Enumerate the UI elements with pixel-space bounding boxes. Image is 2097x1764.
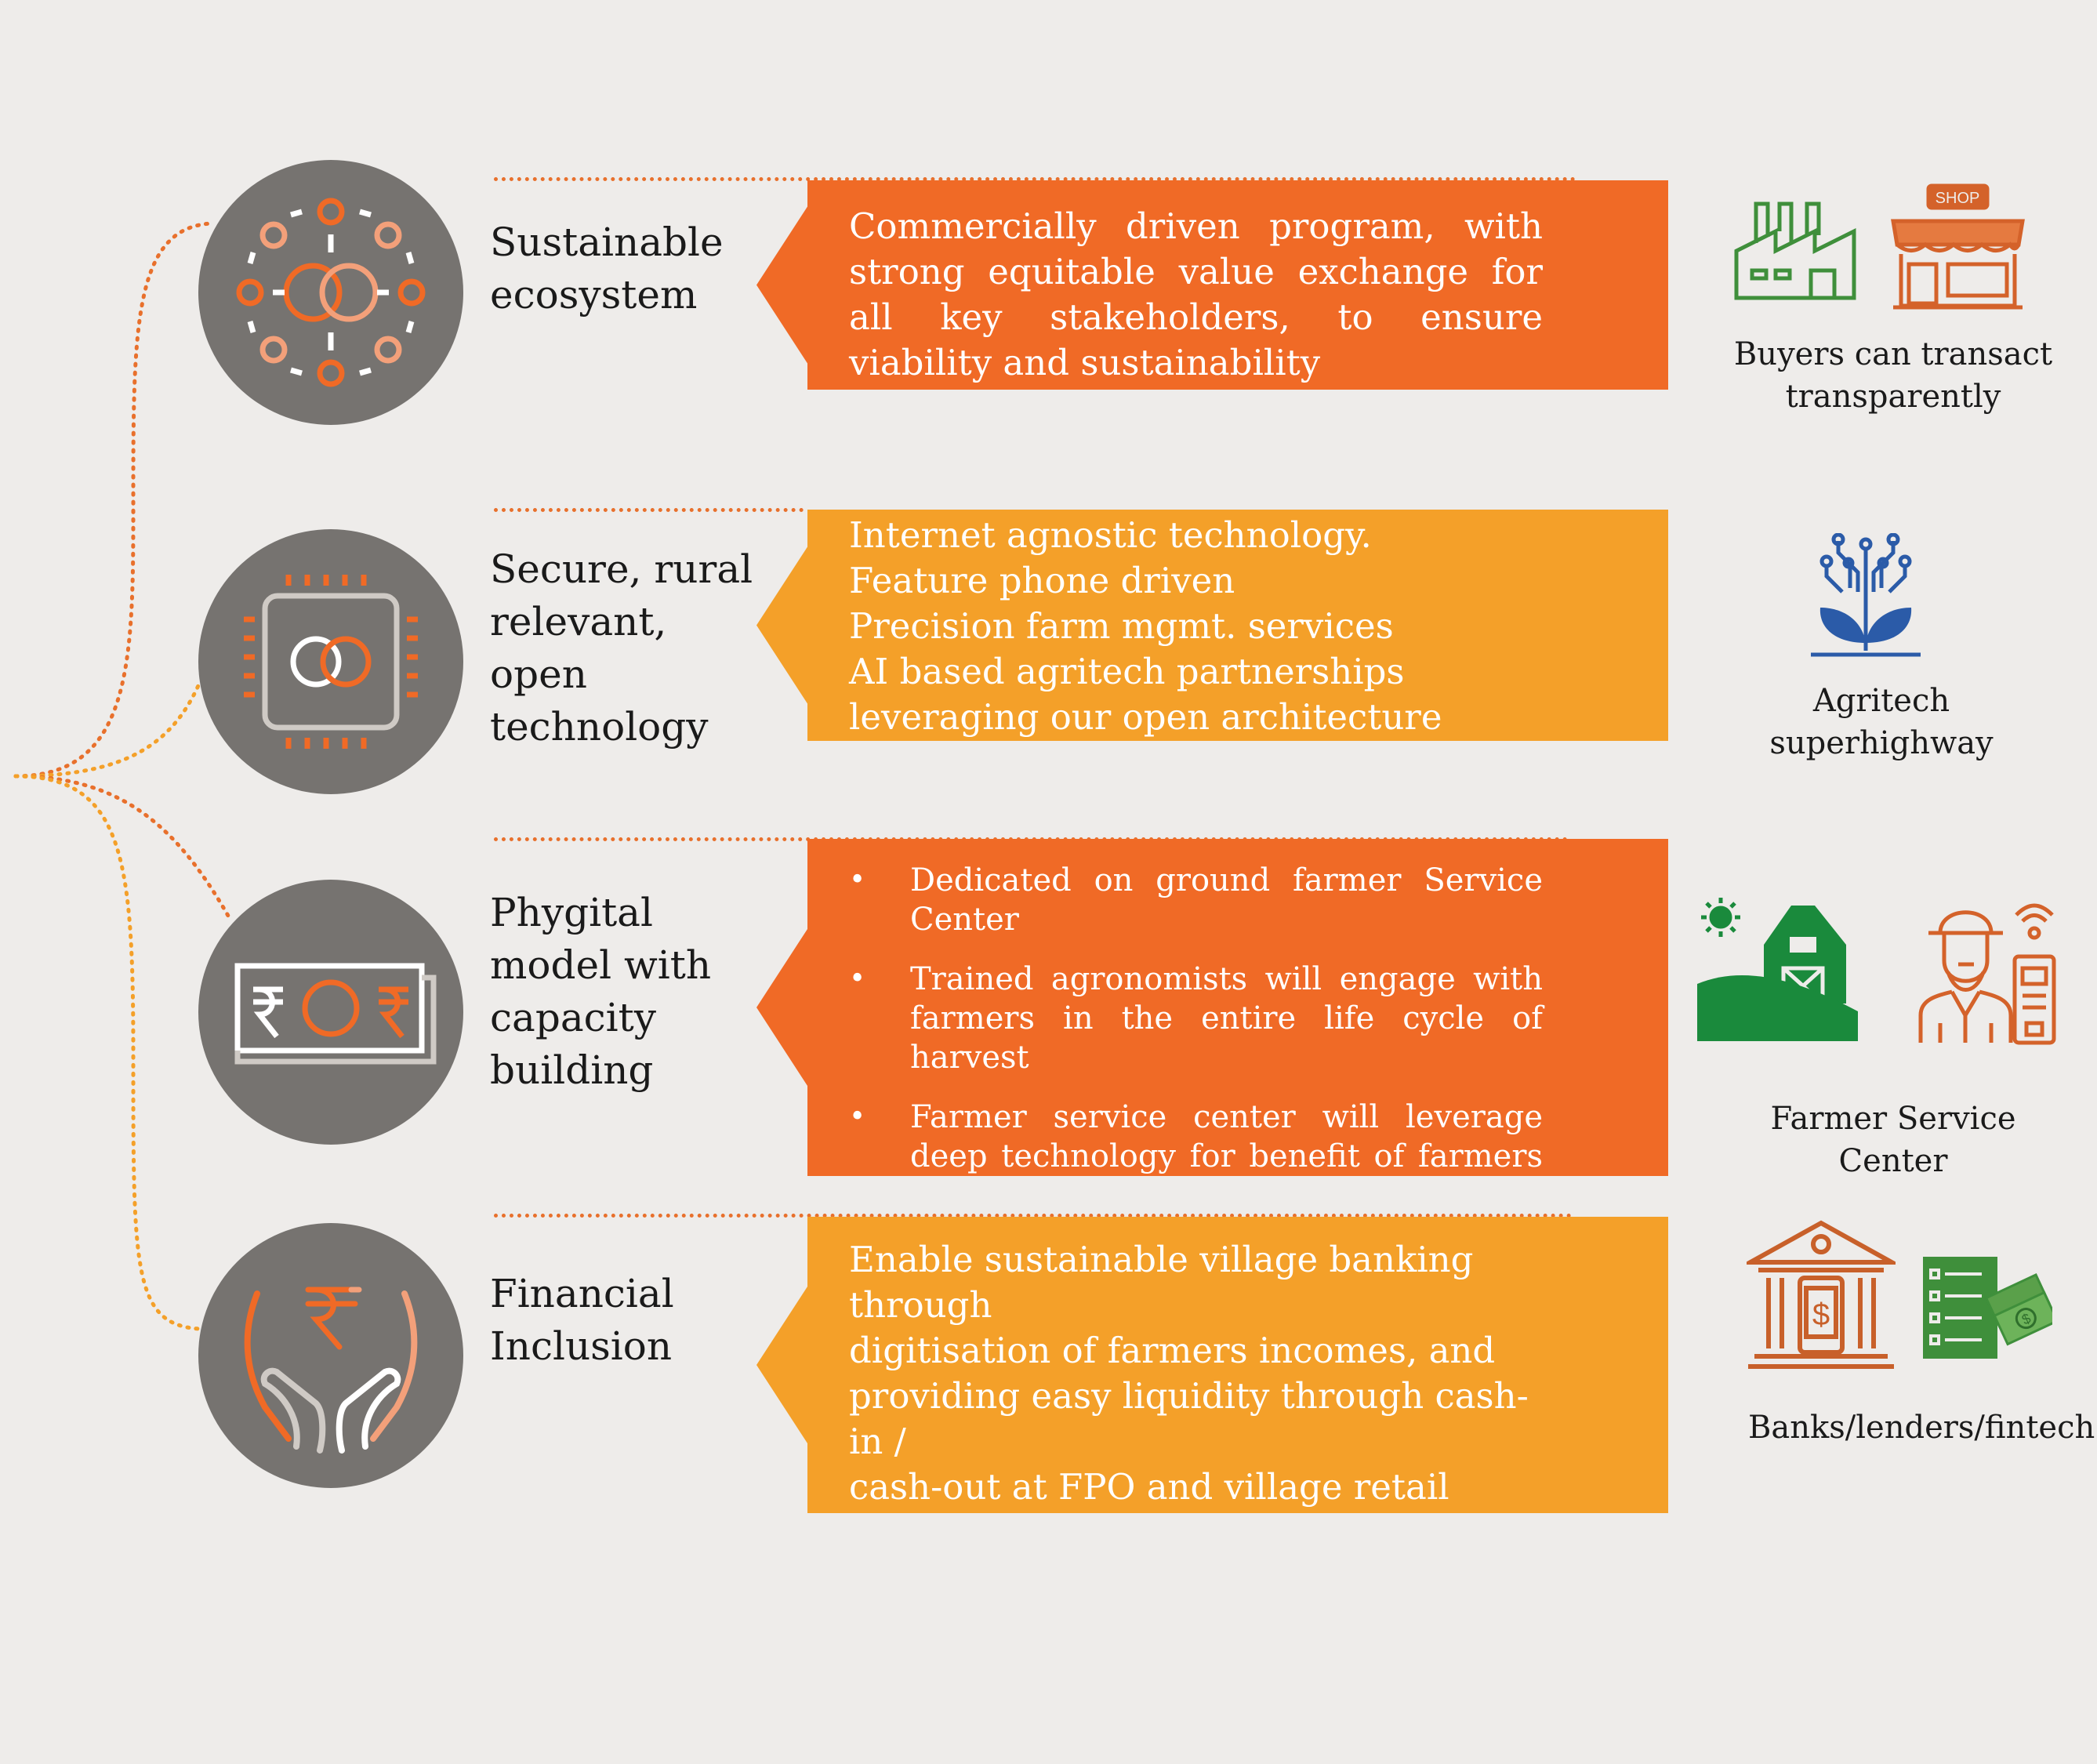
pillar-4-divider (494, 1214, 1572, 1218)
hands-rupee-icon (244, 1287, 418, 1454)
connector-1 (13, 221, 214, 779)
pillar-1-callout: Commercially driven program, with strong… (756, 180, 1668, 390)
checklist-cash-icon: $ (1923, 1257, 2052, 1359)
circuit-plant-icon (1811, 533, 1921, 657)
pillar-3-bullet-1: Dedicated on ground farmer Service Cente… (849, 861, 1543, 939)
svg-text:$: $ (1812, 1298, 1830, 1332)
connector-2 (13, 680, 202, 779)
pillar-2-line-4: AI based agritech partnerships leveragin… (849, 651, 1442, 738)
network-rings-icon (236, 198, 426, 387)
pillar-1-divider (494, 177, 1576, 181)
pillar-2-callout: Internet agnostic technology. Feature ph… (756, 510, 1668, 741)
stakeholder-2-label: Agritech superhighway (1769, 683, 1994, 761)
pillar-1-callout-text: Commercially driven program, with strong… (849, 205, 1543, 383)
pillar-3-circle (198, 880, 463, 1145)
stakeholder-4-label: Banks/lenders/fintech (1748, 1410, 2095, 1446)
farm-barn-icon (1697, 898, 1858, 1041)
chip-rings-icon (244, 575, 418, 749)
pillar-4-line-3: providing easy liquidity through cash-in… (849, 1375, 1529, 1462)
pillar-2-circle (198, 529, 463, 794)
svg-text:SHOP: SHOP (1936, 190, 1980, 207)
pillar-2-divider (494, 508, 804, 512)
pillar-2-line-1: Internet agnostic technology. (849, 514, 1372, 556)
pillar-1-circle (198, 160, 463, 425)
pillar-4-line-1: Enable sustainable village banking throu… (849, 1239, 1474, 1326)
pillar-4-title: Financial Inclusion (490, 1271, 674, 1369)
pillar-4-circle (198, 1223, 463, 1488)
stakeholder-1-label: Buyers can transact transparently (1733, 336, 2053, 415)
pillar-2-line-2: Feature phone driven (849, 560, 1235, 601)
factory-icon (1734, 201, 1856, 300)
pillar-3-bullet-2: Trained agronomists will engage with far… (849, 960, 1543, 1077)
shop-icon: SHOP (1891, 183, 2025, 310)
pillar-1-title: Sustainable ecosystem (490, 220, 724, 318)
pillar-3-title: Phygital model with capacity building (490, 890, 712, 1093)
rupee-note-icon (234, 963, 437, 1065)
pillar-2-line-3: Precision farm mgmt. services (849, 605, 1394, 647)
pillar-2-title: Secure, rural relevant, open technology (490, 546, 753, 750)
pillar-4-callout: Enable sustainable village banking throu… (756, 1217, 1668, 1513)
pillar-3-callout: Dedicated on ground farmer Service Cente… (756, 839, 1668, 1176)
pillar-4-line-2: digitisation of farmers incomes, and (849, 1330, 1496, 1371)
farmer-atm-icon (1918, 903, 2056, 1045)
connector-3 (13, 774, 234, 924)
stakeholder-3-label: Farmer Service Center (1770, 1101, 2016, 1179)
bank-icon: $ (1747, 1220, 1896, 1369)
connector-4 (13, 774, 202, 1331)
